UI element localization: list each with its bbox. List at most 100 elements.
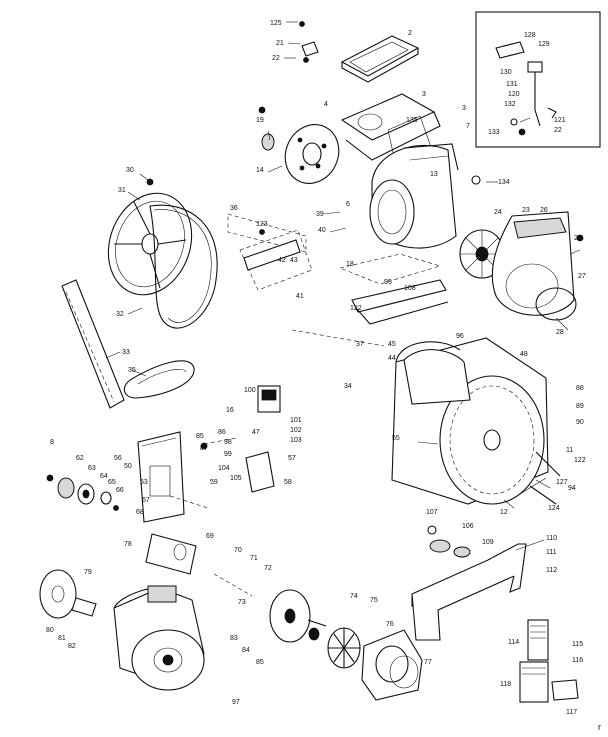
part-label: 107 bbox=[426, 509, 438, 516]
part-label: 132 bbox=[504, 101, 516, 108]
part-label: 75 bbox=[370, 597, 378, 604]
side-panels bbox=[519, 619, 579, 703]
part-label: 105 bbox=[230, 475, 242, 482]
part-label: 80 bbox=[46, 627, 54, 634]
part-label: 73 bbox=[238, 599, 246, 606]
part-label: 85 bbox=[196, 433, 204, 440]
part-label: 96 bbox=[456, 333, 464, 340]
part-label: 67 bbox=[142, 497, 150, 504]
part-label: 106 bbox=[462, 523, 474, 530]
part-label: 69 bbox=[206, 533, 214, 540]
part-label: 47 bbox=[252, 429, 260, 436]
part-label: 114 bbox=[508, 639, 519, 646]
part-label: 22 bbox=[554, 127, 562, 134]
part-label: 53 bbox=[140, 479, 148, 486]
part-label: 103 bbox=[290, 437, 302, 444]
part-label: 88 bbox=[576, 385, 584, 392]
part-label: 124 bbox=[548, 505, 560, 512]
part-label: 123 bbox=[256, 221, 268, 228]
relay-assembly bbox=[200, 385, 281, 493]
impeller bbox=[308, 627, 361, 669]
part-label: 102 bbox=[290, 427, 302, 434]
part-label: 31 bbox=[118, 187, 126, 194]
blower-pulley-wheel bbox=[107, 178, 193, 296]
part-label: 27 bbox=[578, 273, 586, 280]
part-label: 70 bbox=[234, 547, 242, 554]
part-label: 42 bbox=[278, 257, 286, 264]
part-label: 18 bbox=[346, 261, 354, 268]
part-label: 122 bbox=[574, 457, 586, 464]
part-label: 72 bbox=[264, 565, 272, 572]
part-label: 89 bbox=[576, 403, 584, 410]
drive-motor bbox=[113, 585, 205, 691]
control-panel-plate bbox=[411, 525, 545, 641]
part-label: 43 bbox=[290, 257, 298, 264]
part-label: 98 bbox=[224, 439, 232, 446]
pulley-stack bbox=[46, 474, 119, 511]
part-label: 14 bbox=[256, 167, 264, 174]
rail-bracket bbox=[291, 253, 449, 347]
part-label: 41 bbox=[296, 293, 304, 300]
part-label: 57 bbox=[288, 455, 296, 462]
part-label: 109 bbox=[482, 539, 494, 546]
part-label: 3 bbox=[422, 91, 426, 98]
part-label: 100 bbox=[244, 387, 256, 394]
part-label: 133 bbox=[488, 129, 500, 136]
part-label: 36 bbox=[230, 205, 238, 212]
part-label: 3 bbox=[462, 105, 466, 112]
part-label: 50 bbox=[124, 463, 132, 470]
part-label: 28 bbox=[556, 329, 564, 336]
part-label: 2 bbox=[408, 30, 412, 37]
part-label: 135 bbox=[406, 117, 418, 124]
switch-bracket-assembly bbox=[137, 431, 209, 523]
pump-housing bbox=[361, 629, 423, 701]
part-label: 55 bbox=[392, 435, 400, 442]
part-label: 12 bbox=[500, 509, 508, 516]
part-label: 86 bbox=[218, 429, 226, 436]
corner-mark: r bbox=[598, 722, 601, 732]
part-label: 59 bbox=[210, 479, 218, 486]
part-label: 25 bbox=[574, 235, 582, 242]
part-label: 65 bbox=[108, 479, 116, 486]
part-label: 35 bbox=[128, 367, 136, 374]
part-label: 112 bbox=[546, 567, 557, 574]
part-label: 85 bbox=[256, 659, 264, 666]
part-label: 127 bbox=[556, 479, 568, 486]
part-label: 97 bbox=[232, 699, 240, 706]
part-label: 78 bbox=[124, 541, 132, 548]
part-label: 79 bbox=[84, 569, 92, 576]
filter-tray-assembly bbox=[299, 21, 420, 83]
part-label: 129 bbox=[538, 41, 550, 48]
part-label: 118 bbox=[500, 681, 511, 688]
part-label: 122 bbox=[350, 305, 362, 312]
part-label: 99 bbox=[224, 451, 232, 458]
part-label: 134 bbox=[498, 179, 510, 186]
part-label: 19 bbox=[256, 117, 264, 124]
part-label: 56 bbox=[114, 455, 122, 462]
part-label: 32 bbox=[116, 311, 124, 318]
part-label: 66 bbox=[116, 487, 124, 494]
part-label: 39 bbox=[316, 211, 324, 218]
motor-end-cap bbox=[39, 569, 97, 619]
part-number-labels: 1252212234313571914131341281291301311201… bbox=[46, 20, 586, 716]
part-label: 130 bbox=[500, 69, 512, 76]
part-label: 16 bbox=[226, 407, 234, 414]
part-label: 33 bbox=[122, 349, 130, 356]
part-label: 62 bbox=[76, 455, 84, 462]
part-label: 101 bbox=[290, 417, 302, 424]
part-label: 95 bbox=[384, 279, 392, 286]
part-label: 84 bbox=[242, 647, 250, 654]
part-label: 111 bbox=[546, 549, 557, 556]
part-label: 6 bbox=[346, 201, 350, 208]
inset-detail-box bbox=[475, 11, 601, 148]
part-label: 83 bbox=[230, 635, 238, 642]
part-label: 90 bbox=[576, 419, 584, 426]
pulley-disc-small bbox=[258, 106, 340, 184]
part-label: 71 bbox=[250, 555, 258, 562]
part-label: 108 bbox=[404, 285, 416, 292]
part-label: 48 bbox=[520, 351, 528, 358]
part-label: 116 bbox=[572, 657, 583, 664]
part-label: 45 bbox=[388, 341, 396, 348]
motor-mount-bracket bbox=[227, 213, 313, 291]
